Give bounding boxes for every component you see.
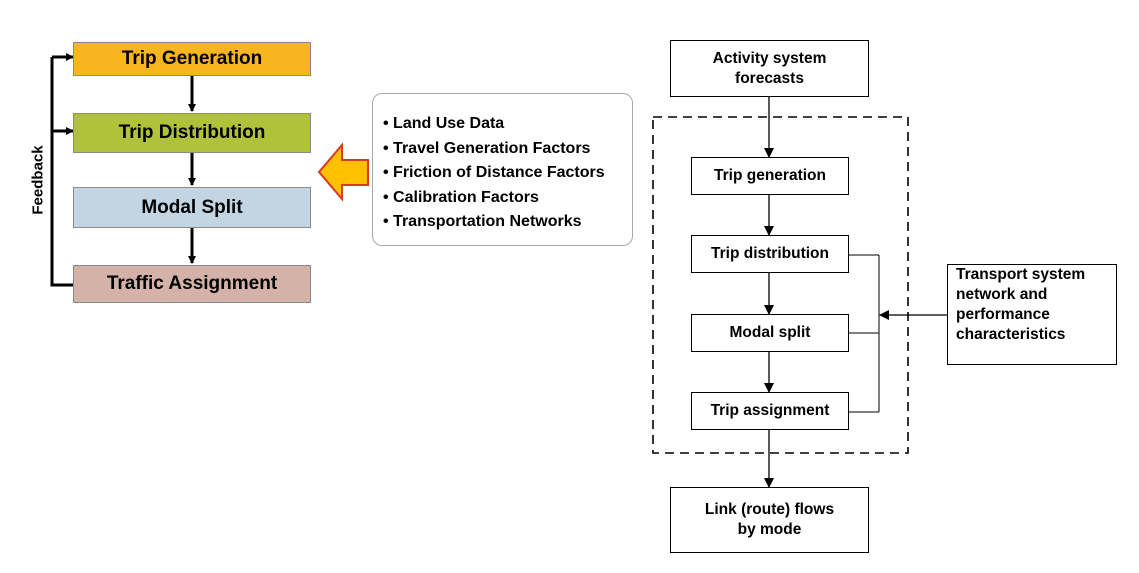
transport-system-box: Transport system network and performance… bbox=[947, 264, 1117, 365]
step-modal-split-label: Modal Split bbox=[141, 196, 243, 218]
transport-system-line3: performance bbox=[956, 306, 1050, 323]
link-flows-box: Link (route) flows by mode bbox=[670, 487, 869, 553]
step-trip-distribution-label: Trip Distribution bbox=[118, 122, 266, 143]
input-item: • Calibration Factors bbox=[383, 188, 539, 206]
activity-forecasts-line2: forecasts bbox=[735, 69, 804, 87]
modal-split-label: Modal split bbox=[729, 324, 811, 341]
input-item: • Travel Generation Factors bbox=[383, 139, 591, 157]
trip-distribution-label: Trip distribution bbox=[711, 245, 829, 262]
trip-generation-box: Trip generation bbox=[691, 157, 849, 195]
step-modal-split: Modal Split bbox=[73, 187, 311, 228]
step-trip-generation: Trip Generation bbox=[73, 42, 311, 76]
trip-assignment-box: Trip assignment bbox=[691, 392, 849, 430]
model-inputs-card: • Land Use Data • Travel Generation Fact… bbox=[372, 93, 633, 246]
trip-assignment-label: Trip assignment bbox=[710, 402, 830, 419]
trip-distribution-box: Trip distribution bbox=[691, 235, 849, 273]
link-flows-line1: Link (route) flows bbox=[704, 501, 835, 518]
feedback-loop-line bbox=[50, 57, 73, 287]
step-trip-distribution: Trip Distribution bbox=[73, 113, 311, 153]
trip-generation-label: Trip generation bbox=[714, 167, 826, 184]
input-item: • Land Use Data bbox=[383, 115, 505, 132]
feedback-label: Feedback bbox=[29, 145, 47, 215]
step-trip-generation-label: Trip Generation bbox=[121, 48, 263, 69]
link-flows-line2: by mode bbox=[737, 521, 802, 538]
inputs-block-arrow bbox=[317, 142, 369, 202]
transport-system-line1: Transport system bbox=[956, 266, 1086, 283]
activity-forecasts-line1: Activity system bbox=[712, 49, 827, 67]
model-dashed-frame bbox=[652, 116, 909, 454]
modal-split-box: Modal split bbox=[691, 314, 849, 352]
activity-forecasts-box: Activity system forecasts bbox=[670, 40, 869, 97]
input-item: • Transportation Networks bbox=[383, 213, 582, 230]
input-item: • Friction of Distance Factors bbox=[383, 164, 605, 181]
transport-system-line2: network and bbox=[956, 286, 1048, 303]
step-traffic-assignment-label: Traffic Assignment bbox=[106, 273, 278, 294]
transport-system-line4: characteristics bbox=[956, 326, 1066, 343]
step-traffic-assignment: Traffic Assignment bbox=[73, 265, 311, 303]
